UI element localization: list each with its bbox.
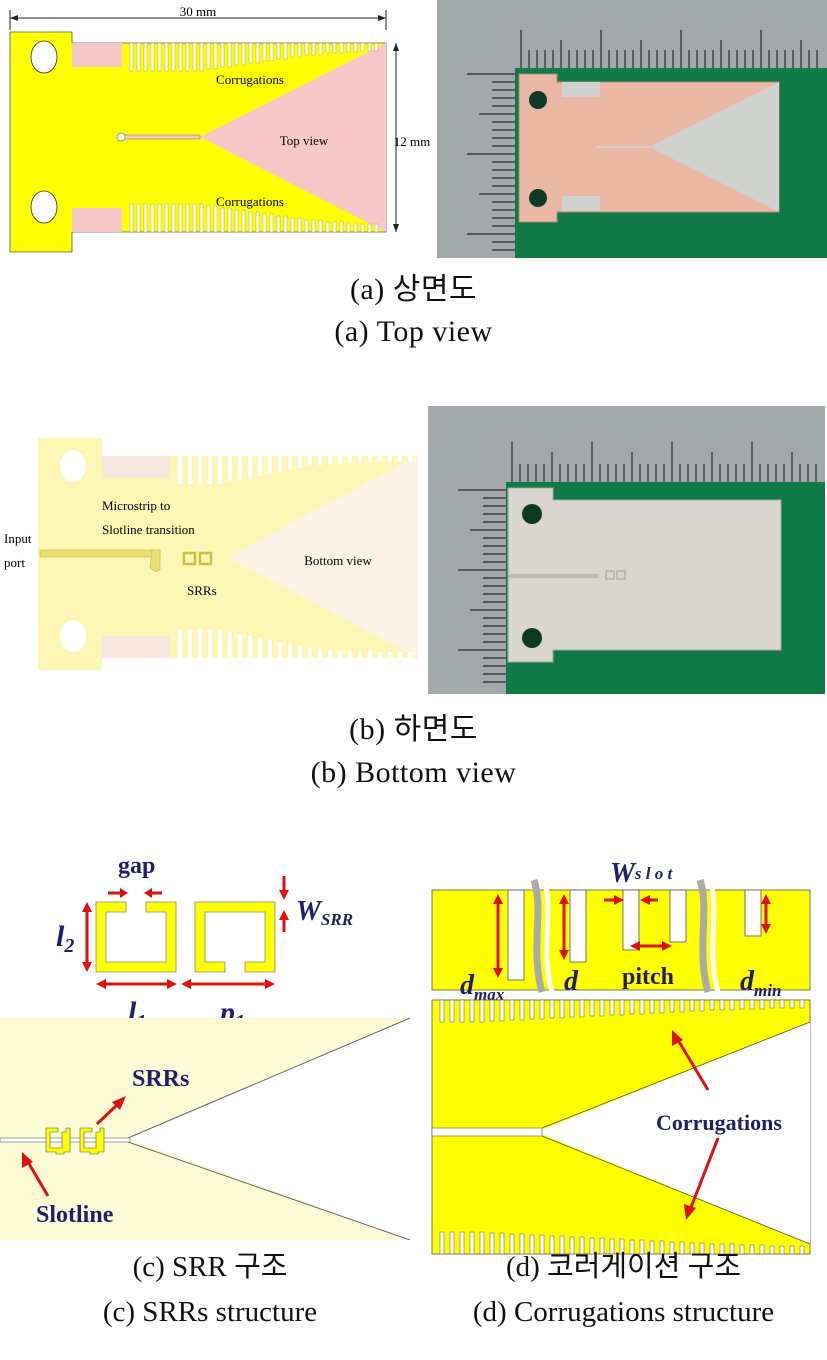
corrugations-top bbox=[129, 42, 379, 72]
label-w-slot-main: W bbox=[610, 858, 637, 889]
label-input-port-1: Input bbox=[4, 531, 32, 546]
label-l2-sub: 2 bbox=[63, 935, 74, 957]
label-d-max-main: d bbox=[460, 970, 475, 1001]
srr-structure-drawing: gap WSRR l2 l1 p1 SRRs Slotline bbox=[0, 853, 411, 1240]
label-d-min: dmin bbox=[740, 966, 781, 1000]
top-view-drawing: 30 mm 12 mm bbox=[9, 4, 430, 253]
mount-hole-top bbox=[30, 40, 58, 74]
bottom-view-drawing: Input port Microstrip to Slotline transi… bbox=[4, 438, 418, 670]
microstrip-feed bbox=[39, 549, 161, 558]
label-srrs-b: SRRs bbox=[187, 583, 217, 598]
label-d-max: dmax bbox=[460, 970, 505, 1004]
substrate-strip-top bbox=[72, 43, 122, 67]
label-slotline: Slotline bbox=[36, 1202, 114, 1228]
caption-b-en: (b) Bottom view bbox=[310, 756, 517, 789]
label-w-srr: WSRR bbox=[296, 896, 353, 929]
label-transition-2: Slotline transition bbox=[102, 522, 195, 537]
label-l2: l2 bbox=[56, 920, 74, 957]
caption-d-ko: (d) 코러게이션 구조 bbox=[505, 1251, 742, 1283]
panel-a: 30 mm 12 mm bbox=[0, 0, 827, 360]
label-w-srr-main: W bbox=[296, 896, 323, 927]
substrate-strip-bottom bbox=[72, 208, 122, 232]
label-top-view: Top view bbox=[280, 133, 329, 148]
caption-b-ko: (b) 하면도 bbox=[349, 713, 478, 746]
label-corrugations-d: Corrugations bbox=[656, 1110, 782, 1135]
label-transition-1: Microstrip to bbox=[102, 498, 170, 513]
panel-d: Ws l o t dmax d pitch dmin bbox=[420, 840, 827, 1360]
tapered-slot bbox=[200, 43, 386, 232]
dim-width-label: 30 mm bbox=[180, 4, 216, 19]
top-view-photo bbox=[437, 0, 827, 258]
label-corrugations-top: Corrugations bbox=[216, 72, 284, 87]
label-w-slot-sub: s l o t bbox=[634, 864, 674, 883]
label-l1-main: l bbox=[128, 996, 137, 1029]
mount-hole-bottom bbox=[30, 190, 58, 224]
label-l2-main: l bbox=[56, 920, 65, 953]
label-d-max-sub: max bbox=[474, 985, 505, 1004]
dim-height-label: 12 mm bbox=[394, 134, 430, 149]
caption-a-en: (a) Top view bbox=[334, 315, 493, 348]
label-d-min-sub: min bbox=[754, 981, 781, 1000]
caption-d-en: (d) Corrugations structure bbox=[472, 1296, 775, 1328]
label-corrugations-bottom: Corrugations bbox=[216, 194, 284, 209]
label-pitch: pitch bbox=[622, 964, 674, 990]
label-w-slot: Ws l o t bbox=[610, 858, 673, 889]
corrugations-bottom bbox=[129, 203, 379, 233]
caption-a-ko: (a) 상면도 bbox=[349, 273, 478, 306]
corrugation-structure-drawing: Ws l o t dmax d pitch dmin bbox=[431, 858, 811, 1255]
label-bottom-view: Bottom view bbox=[304, 553, 372, 568]
label-srrs-c: SRRs bbox=[132, 1066, 189, 1092]
label-w-srr-sub: SRR bbox=[321, 910, 353, 929]
panel-b: Input port Microstrip to Slotline transi… bbox=[0, 400, 827, 790]
caption-c-ko: (c) SRR 구조 bbox=[132, 1251, 288, 1283]
caption-c-en: (c) SRRs structure bbox=[102, 1296, 318, 1328]
panel-c: gap WSRR l2 l1 p1 SRRs Slotline (c) SRR … bbox=[0, 840, 420, 1360]
bottom-view-photo bbox=[428, 406, 825, 694]
label-d-min-main: d bbox=[740, 966, 755, 997]
label-gap: gap bbox=[118, 853, 155, 879]
label-input-port-2: port bbox=[4, 555, 25, 570]
label-d: d bbox=[564, 966, 579, 997]
